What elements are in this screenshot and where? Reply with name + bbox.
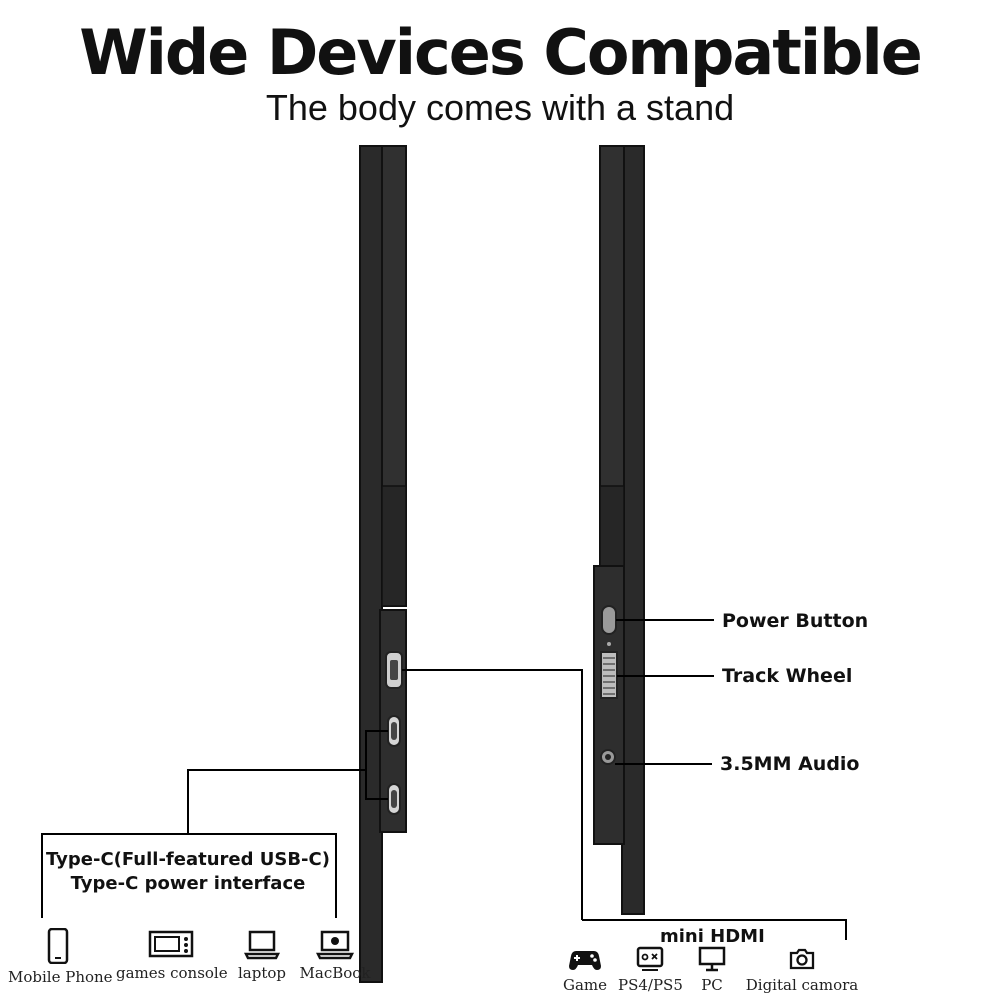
device-digital-camera: Digital camora [744,946,860,994]
track-wheel-label: Track Wheel [722,665,853,687]
power-button [601,605,617,635]
callout-lines [41,619,847,940]
type-c-port-1-inner [391,722,397,740]
power-button-label: Power Button [722,610,869,632]
page-title: Wide Devices Compatible [79,16,923,89]
type-c-line-2: Type-C power interface [70,873,306,894]
device-label: games console [116,964,228,982]
device-label: Mobile Phone [8,968,113,986]
mini-hdmi-label: mini HDMI [660,926,765,947]
mini-hdmi-bracket [582,919,847,940]
page-subtitle: The body comes with a stand [265,87,735,128]
left-stand-hinge [381,485,407,607]
power-led [607,642,611,646]
device-label: PS4/PS5 [618,976,683,994]
device-label: laptop [237,964,286,982]
device-label: PC [701,976,723,994]
type-c-box-frame [41,833,337,918]
device-laptop: laptop [232,928,292,982]
left-monitor-side-view [359,145,407,983]
mobile-phone-icon [47,928,69,964]
left-monitor-body [359,145,383,983]
macbook-icon [316,930,354,960]
type-c-line-1: Type-C(Full-featured USB-C) [46,849,330,870]
type-c-bracket [365,730,388,800]
gamepad-icon [569,951,601,970]
type-c-leader [187,769,366,834]
mini-hdmi-port-inner [390,660,398,680]
device-macbook: MacBook [298,928,372,982]
type-c-port-2-inner [391,790,397,808]
camera-icon [789,948,815,970]
audio-jack-hole [605,754,611,760]
device-mobile-phone: Mobile Phone [8,928,113,986]
device-games-console: games console [116,928,228,982]
mini-hdmi-leader [402,669,583,920]
track-wheel [600,651,618,699]
audio-label: 3.5MM Audio [720,753,860,775]
pc-monitor-icon [698,946,726,972]
device-label: Digital camora [745,976,859,994]
device-label: MacBook [299,964,371,982]
device-ps4-ps5: PS4/PS5 [618,946,683,994]
right-monitor-body [621,145,645,915]
track-wheel-grooves [603,657,615,695]
right-monitor-side-view [593,145,645,915]
device-pc: PC [690,946,734,994]
ps-console-icon [636,946,664,971]
games-console-icon [148,930,194,958]
type-c-description: Type-C(Full-featured USB-C) Type-C power… [40,848,336,896]
laptop-icon [244,930,280,960]
device-game: Game [558,946,612,994]
right-stand-hinge [599,485,625,567]
device-label: Game [562,976,608,994]
